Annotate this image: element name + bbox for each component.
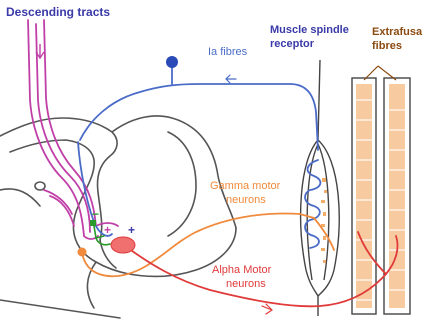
alpha-motor-neurons-label-line1: Alpha Motor xyxy=(212,264,271,277)
gamma-motor-neuron-body xyxy=(78,248,87,257)
muscle-spindle-label-line1: Muscle spindle xyxy=(270,24,349,37)
muscle-spindle xyxy=(301,60,340,316)
descending-tracts-label: Descending tracts xyxy=(6,6,110,19)
gamma-motor-neurons-label-line1: Gamma motor xyxy=(210,180,280,193)
ia-fibre xyxy=(78,66,320,248)
excitatory-synapse-sign: + xyxy=(128,224,135,237)
extrafusal-label-line2: fibres xyxy=(372,40,402,53)
gamma-motor-neurons-label-line2: neurons xyxy=(226,194,266,207)
inhibitory-synapse-sign: − xyxy=(92,208,99,221)
dorsal-root-ganglion xyxy=(166,56,178,68)
spindle-shading xyxy=(321,178,327,263)
excitatory-synapse-sign-2: + xyxy=(104,224,111,237)
muscle-spindle-label-line2: receptor xyxy=(270,38,314,51)
alpha-motor-neuron-body xyxy=(111,237,135,253)
extrafusal-label-line1: Extrafusa xyxy=(372,26,422,39)
descending-tract-lines xyxy=(28,20,118,239)
ia-fibres-label: Ia fibres xyxy=(208,46,247,59)
alpha-motor-neurons-label-line2: neurons xyxy=(226,278,266,291)
extrafusal-fibres xyxy=(352,66,410,314)
